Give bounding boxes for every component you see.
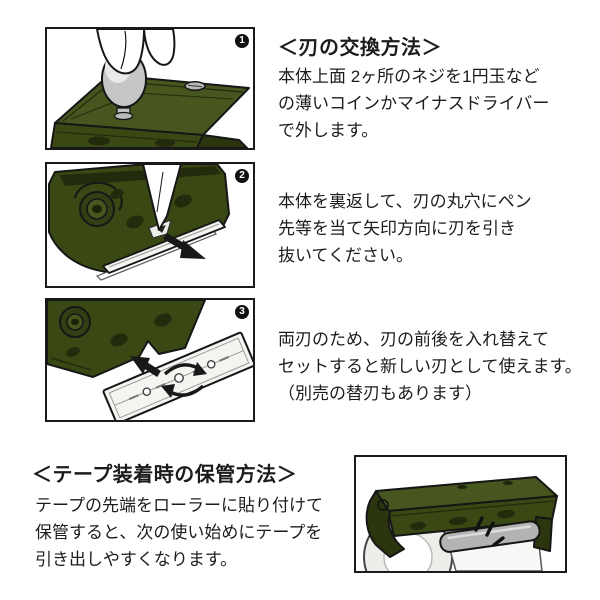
blade-channel-strip — [95, 219, 226, 281]
text-line: の薄いコインかマイナスドライバー — [278, 94, 550, 113]
roller-end-knob — [59, 306, 91, 338]
step3-number-badge: 3 — [235, 305, 249, 319]
pull-direction-arrow-icon — [163, 232, 206, 259]
storage-illustration-tape-on-roller — [363, 476, 558, 571]
left-arm — [365, 490, 405, 558]
step3-text: 両刃のため、刃の前後を入れ替えて セットすると新しい刃として使えます。 （別売の… — [278, 326, 582, 407]
step1-number-badge: 1 — [235, 34, 249, 48]
hand-fingers — [95, 29, 176, 75]
storage-section-title: ＜テープ装着時の保管方法＞ — [32, 464, 298, 486]
text-line: 先等を当て矢印方向に刃を引き — [278, 219, 516, 238]
pen-tip — [142, 164, 182, 231]
text-line: で外します。 — [278, 121, 379, 140]
roller-end-knob — [79, 191, 115, 227]
attachment-tick-marks-icon — [474, 516, 505, 547]
text-line: （別売の替刃もあります） — [278, 384, 482, 403]
text-line: セットすると新しい刃として使えます。 — [278, 357, 582, 376]
storage-figure — [354, 455, 567, 573]
rotate-arrows-icon — [161, 362, 207, 398]
text-line: 両刃のため、刃の前後を入れ替えて — [278, 330, 550, 349]
text-line: 保管すると、次の使い始めにテープを — [35, 523, 323, 542]
blade-section-title: ＜刃の交換方法＞ — [278, 37, 442, 59]
dispenser-body — [50, 74, 250, 148]
text-line: 本体を裏返して、刃の丸穴にペン — [278, 192, 532, 211]
step1-text: 本体上面 2ヶ所のネジを1円玉など の薄いコインかマイナスドライバー で外します… — [278, 63, 549, 144]
text-line: 本体上面 2ヶ所のネジを1円玉など — [278, 67, 540, 86]
storage-text: テープの先端をローラーに貼り付けて 保管すると、次の使い始めにテープを 引き出し… — [35, 492, 323, 573]
step1-figure: 1 — [45, 27, 255, 150]
text-line: テープの先端をローラーに貼り付けて — [35, 496, 323, 515]
step2-number-badge: 2 — [235, 169, 249, 183]
screw-under-coin-icon — [113, 107, 134, 121]
dispenser-body-upside-down — [48, 164, 230, 273]
step1-illustration-coin-unscrew — [50, 29, 250, 148]
step3-figure: 3 — [45, 298, 255, 422]
text-line: 引き出しやすくなります。 — [35, 550, 238, 569]
step2-text: 本体を裏返して、刃の丸穴にペン 先等を当て矢印方向に刃を引き 抜いてください。 — [278, 188, 532, 269]
insert-direction-arrow-icon — [130, 356, 161, 377]
step2-figure: 2 — [45, 162, 255, 288]
second-screw-icon — [184, 81, 206, 91]
step2-illustration-pen-push — [48, 164, 230, 281]
text-line: 抜いてください。 — [278, 246, 413, 265]
step3-illustration-blade-flip — [47, 300, 253, 420]
